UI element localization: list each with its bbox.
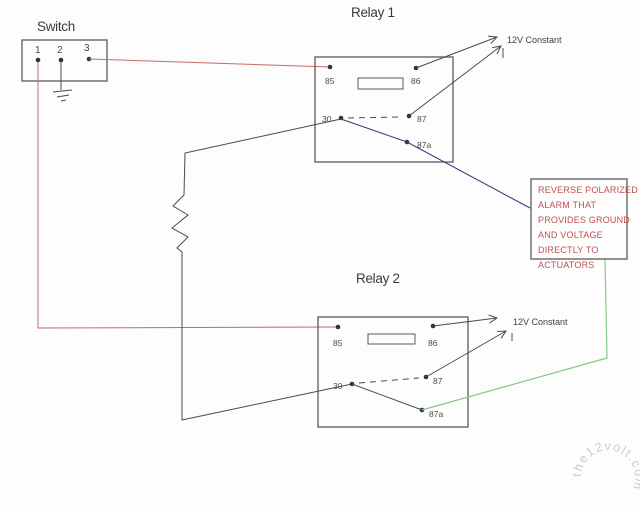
wire-relay2-87a-to-alarm	[421, 257, 608, 411]
alarm-note-line-2: ALARM THAT	[538, 200, 596, 210]
relay1-label-87: 87	[417, 114, 427, 124]
wire-switch3-to-relay1-85	[88, 58, 331, 68]
wire-relay1-30-resistor-relay2-30	[171, 118, 353, 421]
relay2-label-87: 87	[433, 376, 443, 386]
relay2-supply-label: 12V Constant	[513, 317, 568, 327]
wire-relay1-86-to-12v	[415, 35, 499, 69]
relay1-contact-dashed	[347, 116, 401, 119]
relay2-title: Relay 2	[356, 271, 400, 286]
relay2-terminal-85-dot	[335, 324, 341, 330]
relay1-label-30: 30	[322, 114, 332, 124]
wire-relay2-30-to-87a	[351, 383, 423, 411]
ground-symbol	[52, 62, 73, 102]
wire-relay1-87-to-12v	[408, 45, 502, 117]
relay1-coil	[357, 77, 404, 90]
switch-box	[21, 39, 108, 82]
relay1-label-86: 86	[411, 76, 421, 86]
relay1-terminal-85-dot	[327, 64, 333, 70]
alarm-note-line-5: DIRECTLY TO	[538, 245, 599, 255]
switch-terminal-1-label: 1	[35, 45, 41, 56]
alarm-note-box	[530, 178, 628, 260]
wire-relay2-86-to-12v	[432, 314, 499, 327]
relay2-coil	[367, 333, 416, 345]
relay1-label-87a: 87a	[417, 140, 431, 150]
relay2-box	[317, 316, 469, 428]
switch-terminal-2-dot	[58, 57, 64, 63]
relay2-contact-dashed	[358, 377, 420, 384]
switch-terminal-2-label: 2	[57, 45, 63, 56]
alarm-note-line-6: ACTUATORS	[538, 260, 594, 270]
relay1-supply-label: 12V Constant	[507, 35, 562, 45]
relay2-label-87a: 87a	[429, 409, 443, 419]
wire-relay2-87-to-12v	[425, 330, 507, 378]
wire-switch1-to-relay2-85	[37, 62, 339, 329]
relay1-label-85: 85	[325, 76, 335, 86]
relay1-title: Relay 1	[351, 5, 395, 20]
relay2-label-85: 85	[333, 338, 343, 348]
switch-terminal-1-dot	[35, 57, 41, 63]
wire-relay1-87a-to-alarm	[340, 118, 531, 209]
alarm-note-line-4: AND VOLTAGE	[538, 230, 603, 240]
relay2-label-30: 30	[333, 381, 343, 391]
alarm-note-line-1: REVERSE POLARIZED	[538, 185, 638, 195]
relay1-box	[314, 56, 454, 163]
relay2-label-86: 86	[428, 338, 438, 348]
switch-terminal-3-label: 3	[84, 43, 90, 54]
alarm-note-line-3: PROVIDES GROUND	[538, 215, 630, 225]
switch-title: Switch	[37, 19, 75, 34]
watermark: the12volt.com	[570, 439, 640, 492]
